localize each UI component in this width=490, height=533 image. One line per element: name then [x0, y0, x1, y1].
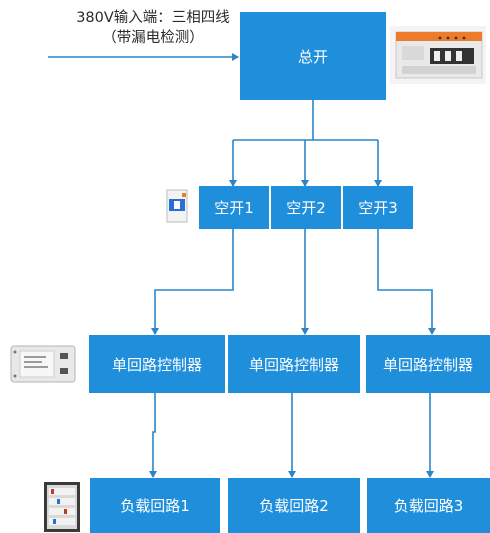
input-label: 380V输入端：三相四线（带漏电检测） — [76, 10, 230, 46]
controller-3-node: 单回路控制器 — [366, 335, 490, 393]
load-circuit-3-node: 负载回路3 — [367, 478, 490, 533]
controller-module-photo-icon — [10, 345, 76, 383]
main-breaker-photo-icon — [390, 26, 486, 84]
branch-breaker-2-node: 空开2 — [271, 186, 341, 229]
branch-to-controller-connector-3 — [377, 229, 436, 335]
controller-to-load-connector-1 — [149, 393, 157, 478]
controller-1-node: 单回路控制器 — [89, 335, 225, 393]
main-breaker-node: 总开 — [240, 12, 386, 100]
mini-breaker-photo-icon — [166, 189, 188, 223]
controller-2-node: 单回路控制器 — [228, 335, 360, 393]
load-circuit-1-node: 负载回路1 — [90, 478, 220, 533]
branch-breaker-1-node: 空开1 — [199, 186, 269, 229]
main-to-branch-connector — [232, 100, 379, 185]
branch-to-controller-connector-1 — [151, 229, 234, 335]
load-circuit-2-node: 负载回路2 — [228, 478, 360, 533]
load-cabinet-photo-icon — [44, 482, 80, 532]
branch-breaker-3-node: 空开3 — [343, 186, 413, 229]
